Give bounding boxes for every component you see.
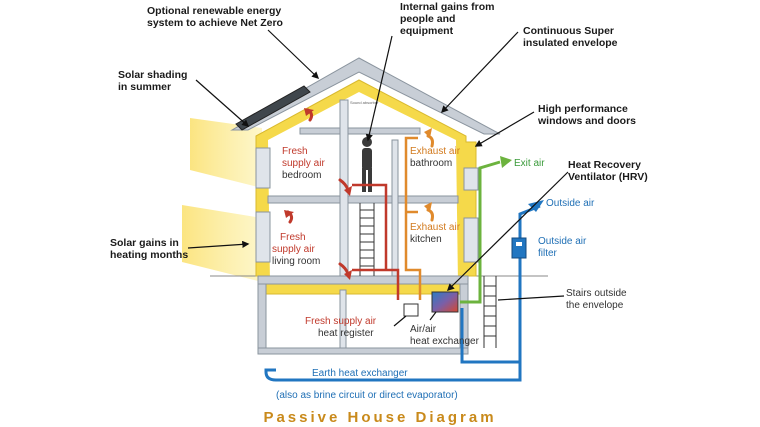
outside-air-duct — [264, 204, 541, 382]
arrowhead-1 — [304, 108, 314, 116]
outside-filter-label-1: Outside air — [538, 236, 587, 247]
supply-air-duct — [352, 183, 400, 300]
outside-air-filter — [511, 237, 527, 259]
hrv-unit — [431, 291, 459, 313]
outside-air-label: Outside air — [546, 198, 595, 209]
window-left-upper — [255, 147, 271, 189]
exit-air-label: Exit air — [514, 158, 545, 169]
window-left-lower — [255, 211, 271, 263]
interior-stairs — [359, 203, 375, 276]
stairs-label-2: the envelope — [566, 300, 624, 311]
living-label-1: Fresh — [280, 232, 306, 243]
stairs-label-1: Stairs outside — [566, 288, 627, 299]
exchanger-label-1: Air/air — [410, 324, 437, 335]
solar-gain-beam — [182, 205, 262, 282]
arrowhead-5 — [424, 128, 432, 138]
ground-floor-slab — [257, 275, 469, 285]
exit-air-duct — [460, 160, 501, 304]
solar-gains-line1: Solar gains in — [110, 237, 179, 249]
hrv-label-line1: Heat Recovery — [568, 159, 641, 171]
outside-filter-label-2: filter — [538, 248, 558, 259]
living-label-2: supply air — [272, 244, 315, 255]
wall-note: Sound absorber — [350, 100, 379, 105]
basement-floor — [257, 347, 469, 355]
bedroom-label-2: supply air — [282, 158, 325, 169]
fresh-register-label-2: heat register — [318, 328, 374, 339]
exhaust-air-duct — [404, 136, 422, 300]
basement-left-wall — [257, 283, 267, 353]
renewable-label-line2: system to achieve Net Zero — [147, 17, 283, 29]
envelope-label-line2: insulated envelope — [523, 37, 618, 49]
basement-column — [339, 289, 347, 349]
bathroom-label-1: Exhaust air — [410, 146, 461, 157]
roof-outer — [230, 57, 501, 135]
earth-exchanger-label: Earth heat exchanger — [312, 368, 408, 379]
window-right-upper — [463, 167, 479, 191]
internal-gains-line2: people and — [400, 13, 455, 25]
arrowhead-4 — [344, 270, 352, 280]
living-label-3: living room — [272, 256, 320, 267]
hrv-label-line2: Ventilator (HRV) — [568, 171, 648, 183]
heat-register — [403, 303, 419, 317]
attic-floor — [299, 127, 421, 135]
exchanger-label-2: heat exchanger — [410, 336, 480, 347]
shading-label-line1: Solar shading — [118, 69, 187, 81]
outside-air-arrow — [528, 200, 544, 212]
diagram-title: Passive House Diagram — [263, 409, 496, 426]
filter-mark — [516, 242, 522, 246]
internal-gains-line1: Internal gains from — [400, 1, 495, 13]
solar-shading-beam — [190, 118, 262, 188]
renewable-label-line1: Optional renewable energy — [147, 5, 281, 17]
outside-stairs — [483, 276, 497, 348]
kitchen-label-2: kitchen — [410, 234, 442, 245]
fresh-register-label-1: Fresh supply air — [305, 316, 377, 327]
earth-exchanger-note: (also as brine circuit or direct evapora… — [276, 390, 458, 401]
bedroom-label-1: Fresh — [282, 146, 308, 157]
solar-gains-line2: heating months — [110, 249, 188, 261]
windows-label-line2: windows and doors — [537, 115, 636, 127]
upper-floor — [267, 195, 459, 204]
arrowhead-2 — [344, 186, 352, 196]
callout-leaders — [187, 29, 569, 327]
kitchen-label-1: Exhaust air — [410, 222, 461, 233]
solar-panel — [235, 85, 311, 131]
windows-label-line1: High performance — [538, 103, 628, 115]
arrowhead-3 — [284, 210, 294, 218]
envelope-label-line1: Continuous Super — [523, 25, 614, 37]
bathroom-label-2: bathroom — [410, 158, 452, 169]
interior-column — [391, 139, 399, 277]
exit-air-arrow — [500, 156, 512, 168]
shading-label-line2: in summer — [118, 81, 171, 93]
window-right-lower — [463, 217, 479, 263]
internal-gains-line3: equipment — [400, 25, 454, 37]
bedroom-label-3: bedroom — [282, 170, 321, 181]
arrowhead-6 — [424, 202, 432, 212]
outside-air-to-hrv — [460, 308, 520, 364]
